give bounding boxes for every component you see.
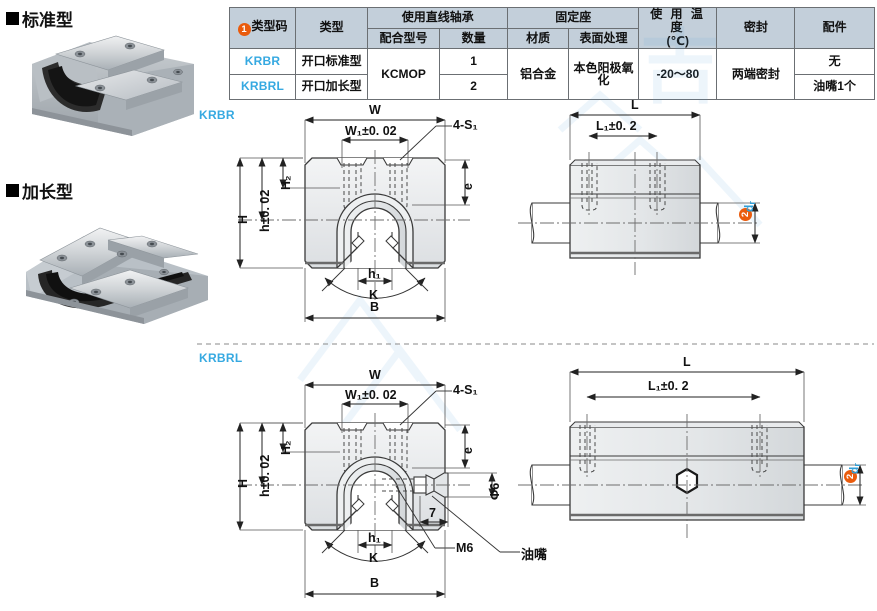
label-H: H <box>236 214 250 224</box>
label-d: dr <box>742 201 757 212</box>
krbrl-drawing-title: KRBRL <box>199 351 243 365</box>
extended-type-heading: 加长型 <box>6 178 73 203</box>
label-W1: W₁±0. 02 <box>345 388 397 402</box>
label-7: 7 <box>429 506 436 520</box>
label-B: B <box>370 576 380 590</box>
header-base-group: 固定座 <box>507 7 640 29</box>
cell-type-krbr: 开口标准型 <box>295 48 369 75</box>
label-L1: L₁±0. 2 <box>648 379 689 393</box>
cell-qty-krbrl: 2 <box>438 73 509 101</box>
cell-qty-krbr: 1 <box>438 48 509 75</box>
cell-bearing-model: KCMOP <box>367 48 440 101</box>
header-bearing-model: 配合型号 <box>367 27 440 50</box>
header-accessory: 配件 <box>794 6 875 50</box>
cell-accessory-krbr: 无 <box>794 48 875 75</box>
krbrl-drawing <box>236 368 866 598</box>
extended-type-photo <box>26 227 208 324</box>
label-4-S1: 4-S₁ <box>453 383 478 397</box>
table-row: KRBR 开口标准型 KCMOP 1 铝合金 本色阳极氧化 -20～80 两端密… <box>228 48 875 101</box>
label-L: L <box>631 98 639 112</box>
badge-1-icon: 1 <box>237 23 251 37</box>
header-base-surface: 表面处理 <box>567 27 640 50</box>
header-seal: 密封 <box>716 6 796 50</box>
standard-type-heading: 标准型 <box>6 6 73 31</box>
cell-type-krbrl: 开口加长型 <box>295 73 369 101</box>
cell-seal: 两端密封 <box>716 48 796 101</box>
bullet-square-icon <box>6 184 19 197</box>
standard-type-label: 标准型 <box>22 11 73 30</box>
label-W: W <box>369 368 381 382</box>
cell-material: 铝合金 <box>507 48 569 101</box>
bullet-square-icon <box>6 12 19 25</box>
label-K: K <box>369 288 379 302</box>
label-oil-nipple: 油嘴 <box>521 547 548 562</box>
label-h1: h₁ <box>368 267 381 281</box>
product-photo-column: 标准型 <box>0 0 228 611</box>
label-L: L <box>683 355 691 369</box>
label-4-S1: 4-S₁ <box>453 118 478 132</box>
label-M6: M6 <box>456 541 474 555</box>
header-temperature: 使 用 温 度 (℃) <box>638 6 718 50</box>
cell-code-krbr: KRBR <box>228 48 297 75</box>
cell-temperature: -20～80 <box>638 48 718 101</box>
cell-accessory-krbrl: 油嘴1个 <box>794 73 875 101</box>
label-H2: H₂ <box>279 440 293 455</box>
extended-type-label: 加长型 <box>22 183 73 202</box>
label-L1: L₁±0. 2 <box>596 119 637 133</box>
label-d: dr <box>847 463 862 474</box>
label-e: e <box>461 447 475 454</box>
table-row: KRBRL 开口加长型 2 油嘴1个 <box>228 73 875 101</box>
header-bearing-group: 使用直线轴承 <box>367 7 509 29</box>
cell-surface: 本色阳极氧化 <box>567 48 640 101</box>
label-K: K <box>369 551 379 565</box>
label-W1: W₁±0. 02 <box>345 124 397 138</box>
label-phi6: Φ6 <box>488 482 502 500</box>
label-e: e <box>461 183 475 190</box>
header-base-material: 材质 <box>507 27 569 50</box>
label-h1: h₁ <box>368 531 381 545</box>
krbrl-front-view <box>236 381 520 598</box>
label-h-tol: h±0. 02 <box>258 189 272 232</box>
label-h-tol: h±0. 02 <box>258 454 272 497</box>
krbr-drawing <box>236 111 760 322</box>
header-bearing-qty: 数量 <box>438 27 509 50</box>
krbr-front-view <box>236 116 470 322</box>
label-B: B <box>370 300 380 314</box>
label-H2: H₂ <box>279 175 293 190</box>
krbr-drawing-title: KRBR <box>199 108 235 122</box>
header-type: 类型 <box>295 6 369 50</box>
label-H: H <box>236 478 250 488</box>
krbrl-side-view <box>518 368 866 540</box>
cell-code-krbrl: KRBRL <box>228 73 297 101</box>
table-header-row-2: 配合型号 数量 材质 表面处理 <box>230 27 875 50</box>
label-W: W <box>369 103 381 117</box>
standard-type-photo <box>32 35 194 136</box>
krbr-side-view <box>518 111 760 275</box>
